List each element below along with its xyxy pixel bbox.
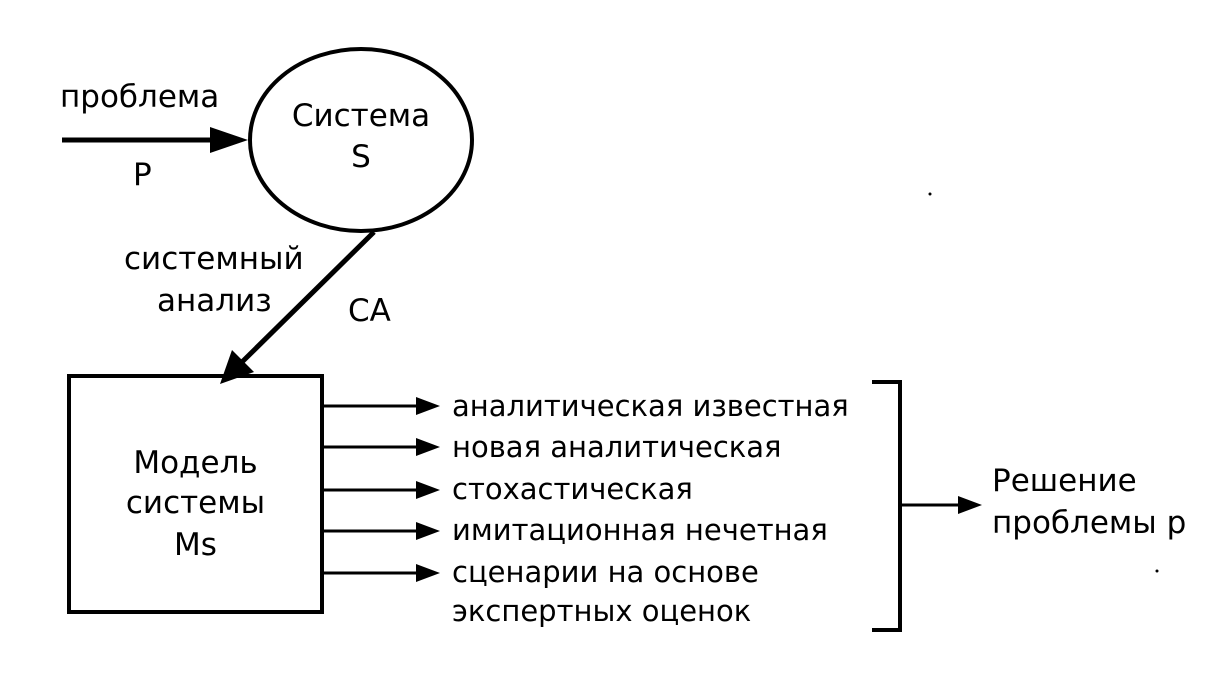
model-title: Модель [133, 445, 258, 481]
result-label-line1: Решение [992, 463, 1137, 499]
system-symbol: S [351, 139, 371, 175]
result-arrow [900, 496, 982, 514]
output-arrow-5 [324, 564, 440, 582]
output-label-3: стохастическая [452, 472, 693, 506]
output-arrow-2 [324, 438, 440, 456]
output-label-4: имитационная нечетная [452, 513, 828, 547]
input-arrow [62, 127, 248, 153]
output-label-2: новая аналитическая [452, 430, 782, 464]
scan-speck [928, 192, 932, 196]
system-title: Система [291, 98, 431, 134]
output-arrow-4 [324, 522, 440, 540]
output-arrow-3 [324, 481, 440, 499]
problem-symbol: P [133, 157, 152, 193]
analysis-label-line2: анализ [157, 283, 272, 319]
output-bracket [872, 380, 902, 632]
output-label-1: аналитическая известная [452, 389, 849, 423]
problem-label: проблема [60, 79, 220, 115]
analysis-label-line1: системный [124, 241, 304, 277]
analysis-abbrev: СА [348, 293, 391, 329]
system-circle [248, 47, 474, 233]
model-subtitle: системы [125, 485, 266, 521]
result-label-line2: проблемы р [992, 505, 1187, 541]
output-label-5: сценарии на основе [452, 555, 759, 589]
model-symbol: Ms [174, 527, 217, 563]
output-arrow-1 [324, 397, 440, 415]
model-box [67, 374, 324, 614]
output-label-5-line2: экспертных оценок [452, 594, 752, 628]
scan-speck [1155, 569, 1159, 573]
